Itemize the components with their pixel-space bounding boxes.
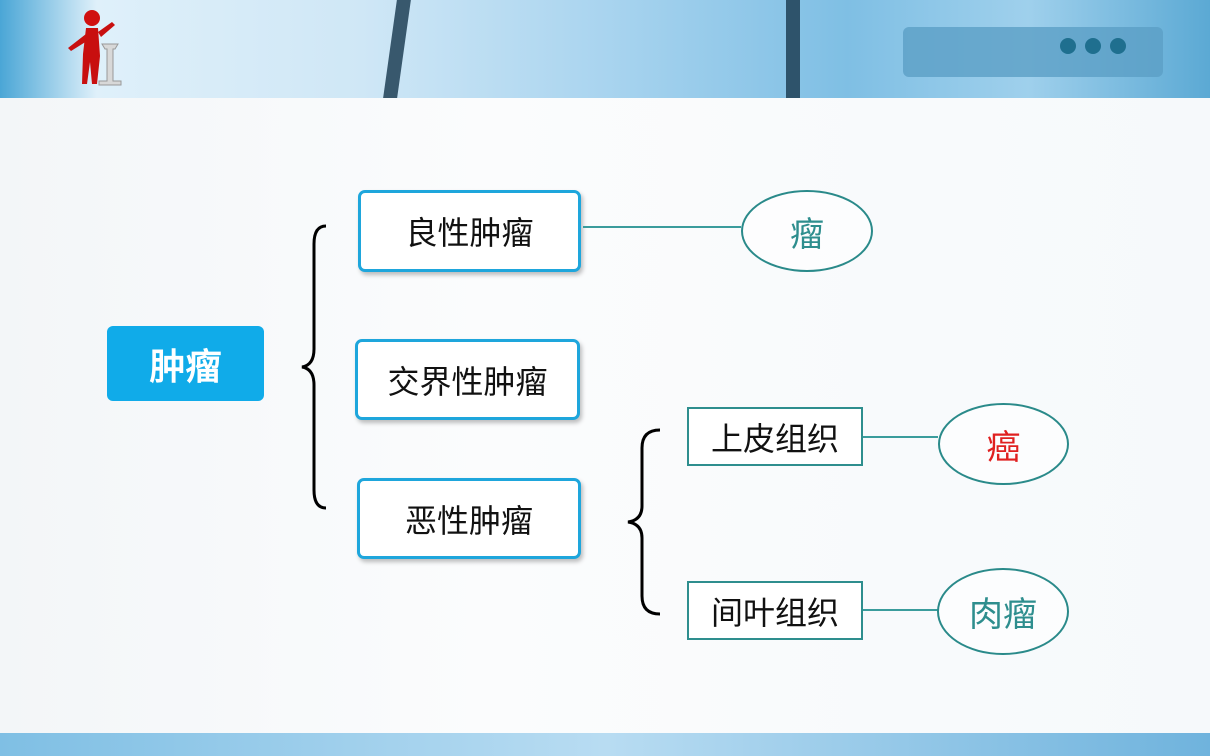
term-label: 瘤 [790,214,824,255]
term-sarcoma: 肉瘤 [937,568,1069,655]
category-malignant: 恶性肿瘤 [357,478,581,559]
origin-mesenchymal: 间叶组织 [687,581,863,640]
connector-line [583,226,741,228]
browser-panel-decoration [903,27,1163,77]
category-label: 恶性肿瘤 [404,501,533,540]
connector-line [863,609,938,611]
root-label: 肿瘤 [149,346,222,388]
category-borderline: 交界性肿瘤 [355,339,580,420]
term-label: 肉瘤 [969,595,1037,635]
term-label: 癌 [986,427,1021,468]
brace-malignant [627,428,661,616]
header-banner [0,0,1210,98]
stethoscope-decoration [383,0,411,98]
stethoscope-decoration [786,0,800,98]
root-node: 肿瘤 [107,326,264,401]
origin-label: 间叶组织 [710,593,839,632]
brace-main [301,224,327,510]
category-label: 良性肿瘤 [405,214,534,252]
connector-line [863,436,938,438]
origin-label: 上皮组织 [710,419,839,458]
category-benign: 良性肿瘤 [358,190,581,272]
footer-banner [0,733,1210,756]
origin-epithelial: 上皮组织 [687,407,863,466]
category-label: 交界性肿瘤 [387,362,548,401]
dot-icon [1110,38,1126,54]
term-carcinoma: 癌 [938,403,1069,485]
presenter-figure-icon [68,10,122,86]
dot-icon [1085,38,1101,54]
term-benign: 瘤 [741,190,873,272]
dot-icon [1060,38,1076,54]
